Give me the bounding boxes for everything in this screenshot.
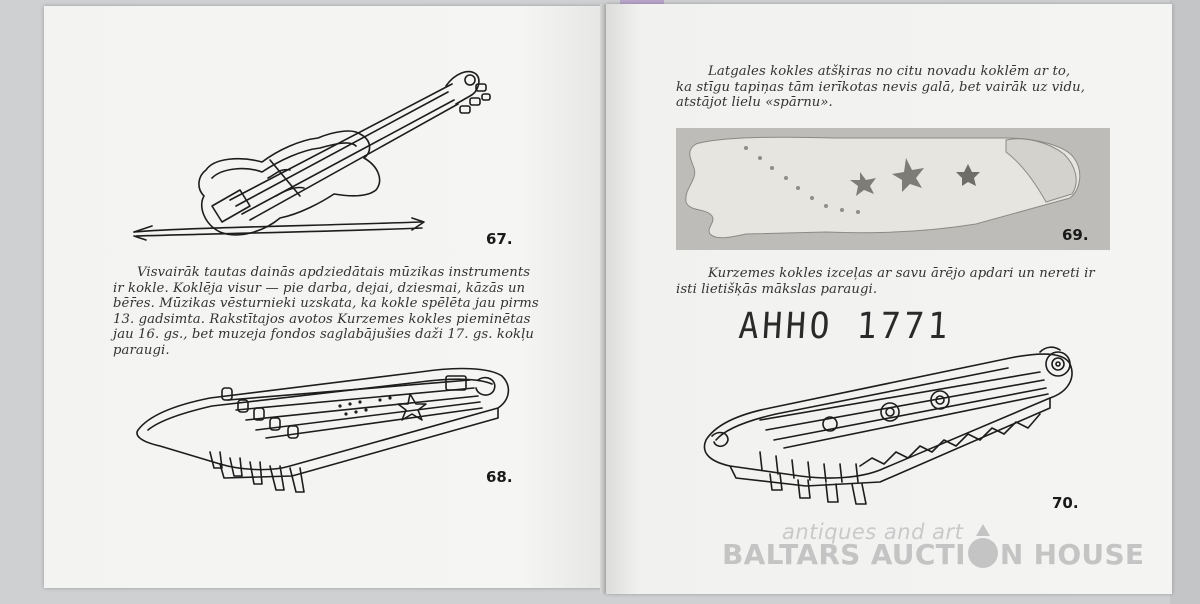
- caption-line: atstājot lielu «spārnu».: [676, 95, 833, 111]
- book-spine: [600, 4, 610, 594]
- caption-line: 13. gadsimta. Rakstītajos avotos Kurzeme…: [113, 311, 531, 327]
- right-caption-mid: Kurzemes kokles izceļas ar savu ārējo ap…: [676, 266, 1136, 297]
- right-caption-top: Latgales kokles atšķiras no citu novadu …: [676, 64, 1136, 111]
- kokle-drawing-68: [136, 367, 510, 493]
- right-page: [606, 4, 1172, 594]
- caption-line: bēr̄es. Mūzikas vēsturnieki uzskata, ka …: [113, 296, 539, 312]
- crown-coin-icon: [967, 524, 998, 568]
- caption-line: isti lietišķās mākslas paraugi.: [676, 281, 878, 297]
- inscription-anno-1771: АННО 1771: [737, 306, 953, 347]
- caption-line: ir kokle. Koklēja visur — pie darba, dej…: [113, 280, 526, 296]
- figure-70-number: 70.: [1052, 494, 1079, 512]
- watermark-brand: BALTARS AUCTI N HOUSE: [722, 524, 1145, 571]
- left-caption: Visvairāk tautas dainās apdziedātais mūz…: [113, 265, 543, 359]
- figure-68-number: 68.: [486, 468, 513, 486]
- caption-line: ka stīgu tapiņas tām ierīkotas nevis gal…: [676, 79, 1085, 95]
- caption-line: Latgales kokles atšķiras no citu novadu …: [708, 64, 1071, 79]
- kokle-photo-69: 69.: [676, 128, 1110, 250]
- watermark-brand-part2: N HOUSE: [999, 538, 1145, 571]
- figure-67-number: 67.: [486, 230, 513, 248]
- kokle-photo-shape: [685, 136, 1081, 239]
- caption-line: jau 16. gs., bet muzeja fondos saglabāju…: [113, 327, 535, 343]
- violin-drawing: [133, 70, 491, 241]
- left-page: [44, 6, 604, 588]
- caption-line: Kurzemes kokles izceļas ar savu ārējo ap…: [708, 266, 1095, 281]
- caption-line: Visvairāk tautas dainās apdziedātais mūz…: [137, 265, 531, 280]
- kokle-drawing-70: [703, 346, 1073, 505]
- caption-line: paraugi.: [113, 342, 170, 358]
- auction-house-watermark: antiques and art BALTARS AUCTI N HOUSE: [722, 508, 1144, 578]
- watermark-brand-part1: BALTARS AUCTI: [722, 538, 966, 571]
- watermark-tagline: antiques and art: [782, 520, 964, 544]
- figure-69-number: 69.: [1062, 226, 1089, 244]
- background-edge: [1170, 0, 1200, 604]
